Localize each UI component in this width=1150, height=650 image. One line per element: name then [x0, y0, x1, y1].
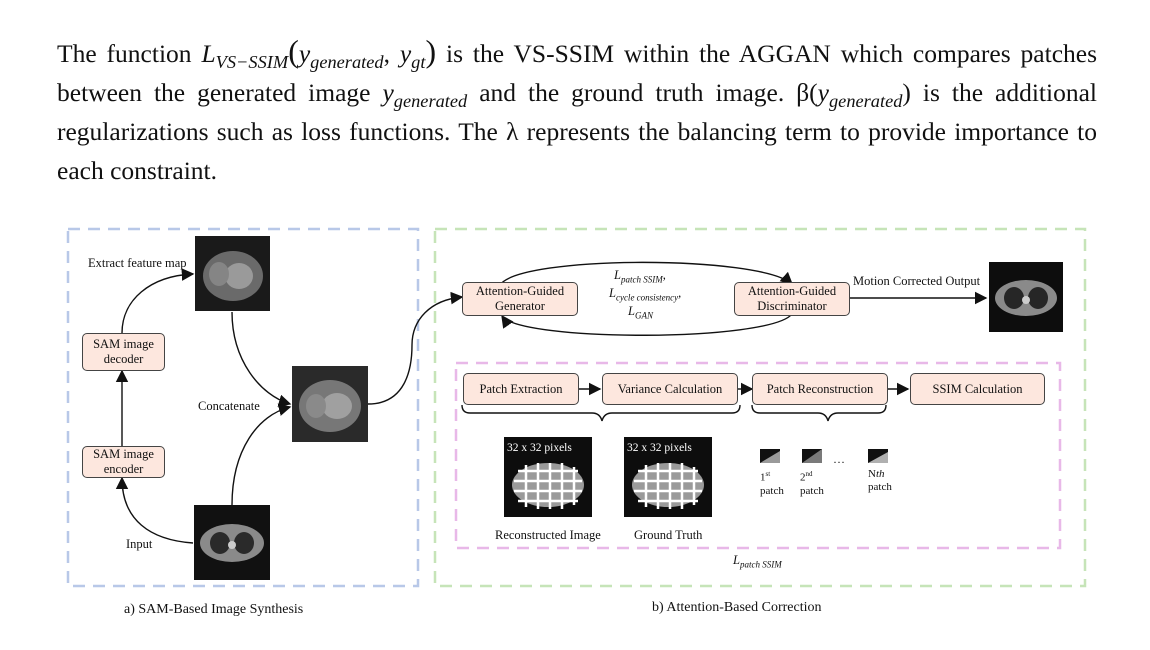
paragraph-text: ) is the additional regularizations such… [57, 78, 1097, 185]
patch-extraction-box: Patch Extraction [463, 373, 579, 405]
formula-subscript: VS−SSIM [215, 51, 289, 72]
formula-symbol: y [399, 39, 412, 68]
body-paragraph: The function LVS−SSIM(ygenerated, ygt) i… [57, 34, 1098, 185]
attention-guided-discriminator-box: Attention-Guided Discriminator [734, 282, 850, 316]
patch-2-thumbnail [802, 449, 822, 463]
ground-truth-image [624, 437, 712, 517]
input-ct-image [194, 505, 270, 580]
input-label: Input [126, 537, 153, 551]
loss-patch-ssim-label: Lpatch SSIM, [614, 268, 666, 285]
patch-n-thumbnail [868, 449, 888, 463]
ground-truth-pixels-label: 32 x 32 pixels [627, 442, 692, 454]
patch-1-thumbnail [760, 449, 780, 463]
patch-ssim-loss-label: Lpatch SSIM [733, 553, 782, 570]
sam-image-encoder-box: SAM image encoder [82, 446, 165, 478]
ground-truth-caption: Ground Truth [634, 528, 703, 542]
paragraph-text: and the ground truth image. [467, 78, 797, 107]
concatenated-image [292, 366, 368, 442]
reconstructed-pixels-label: 32 x 32 pixels [507, 442, 572, 454]
panel-a-border [66, 227, 420, 588]
extract-feature-map-label: Extract feature map [88, 256, 187, 270]
formula-subscript: generated [310, 51, 384, 72]
patch-reconstruction-box: Patch Reconstruction [752, 373, 888, 405]
motion-corrected-output-label: Motion Corrected Output [853, 274, 981, 288]
patches-ellipsis: ··· [833, 455, 845, 469]
reconstructed-image [504, 437, 592, 517]
patch-ssim-border [454, 361, 1062, 550]
formula-subscript: generated [393, 90, 468, 111]
variance-calculation-box: Variance Calculation [602, 373, 738, 405]
panel-b-border [433, 227, 1087, 588]
formula-symbol: y [382, 78, 394, 107]
feature-map-image [195, 236, 270, 311]
formula-symbol: y [817, 78, 829, 107]
paragraph-text: is the VS-SSIM within the AGGAN which co… [57, 39, 1098, 107]
brace-right [751, 404, 887, 422]
motion-corrected-output-image [989, 262, 1063, 332]
reconstructed-image-caption: Reconstructed Image [495, 528, 601, 542]
loss-cycle-consistency-label: Lcycle consistency, [609, 286, 682, 303]
loss-gan-label: LGAN [628, 304, 653, 321]
formula-subscript: generated [828, 90, 903, 111]
brace-left [461, 404, 741, 422]
ssim-calculation-box: SSIM Calculation [910, 373, 1045, 405]
paragraph-text: The function [57, 39, 202, 68]
attention-guided-generator-box: Attention-Guided Generator [462, 282, 578, 316]
panel-a-caption: a) SAM-Based Image Synthesis [124, 602, 304, 617]
formula-symbol: L [201, 39, 216, 68]
panel-b-caption: b) Attention-Based Correction [652, 600, 822, 615]
formula-symbol: y [298, 39, 311, 68]
formula-subscript: gt [411, 51, 426, 72]
concatenate-label: Concatenate [198, 399, 260, 413]
sam-image-decoder-box: SAM image decoder [82, 333, 165, 371]
formula-symbol: β( [796, 78, 818, 107]
